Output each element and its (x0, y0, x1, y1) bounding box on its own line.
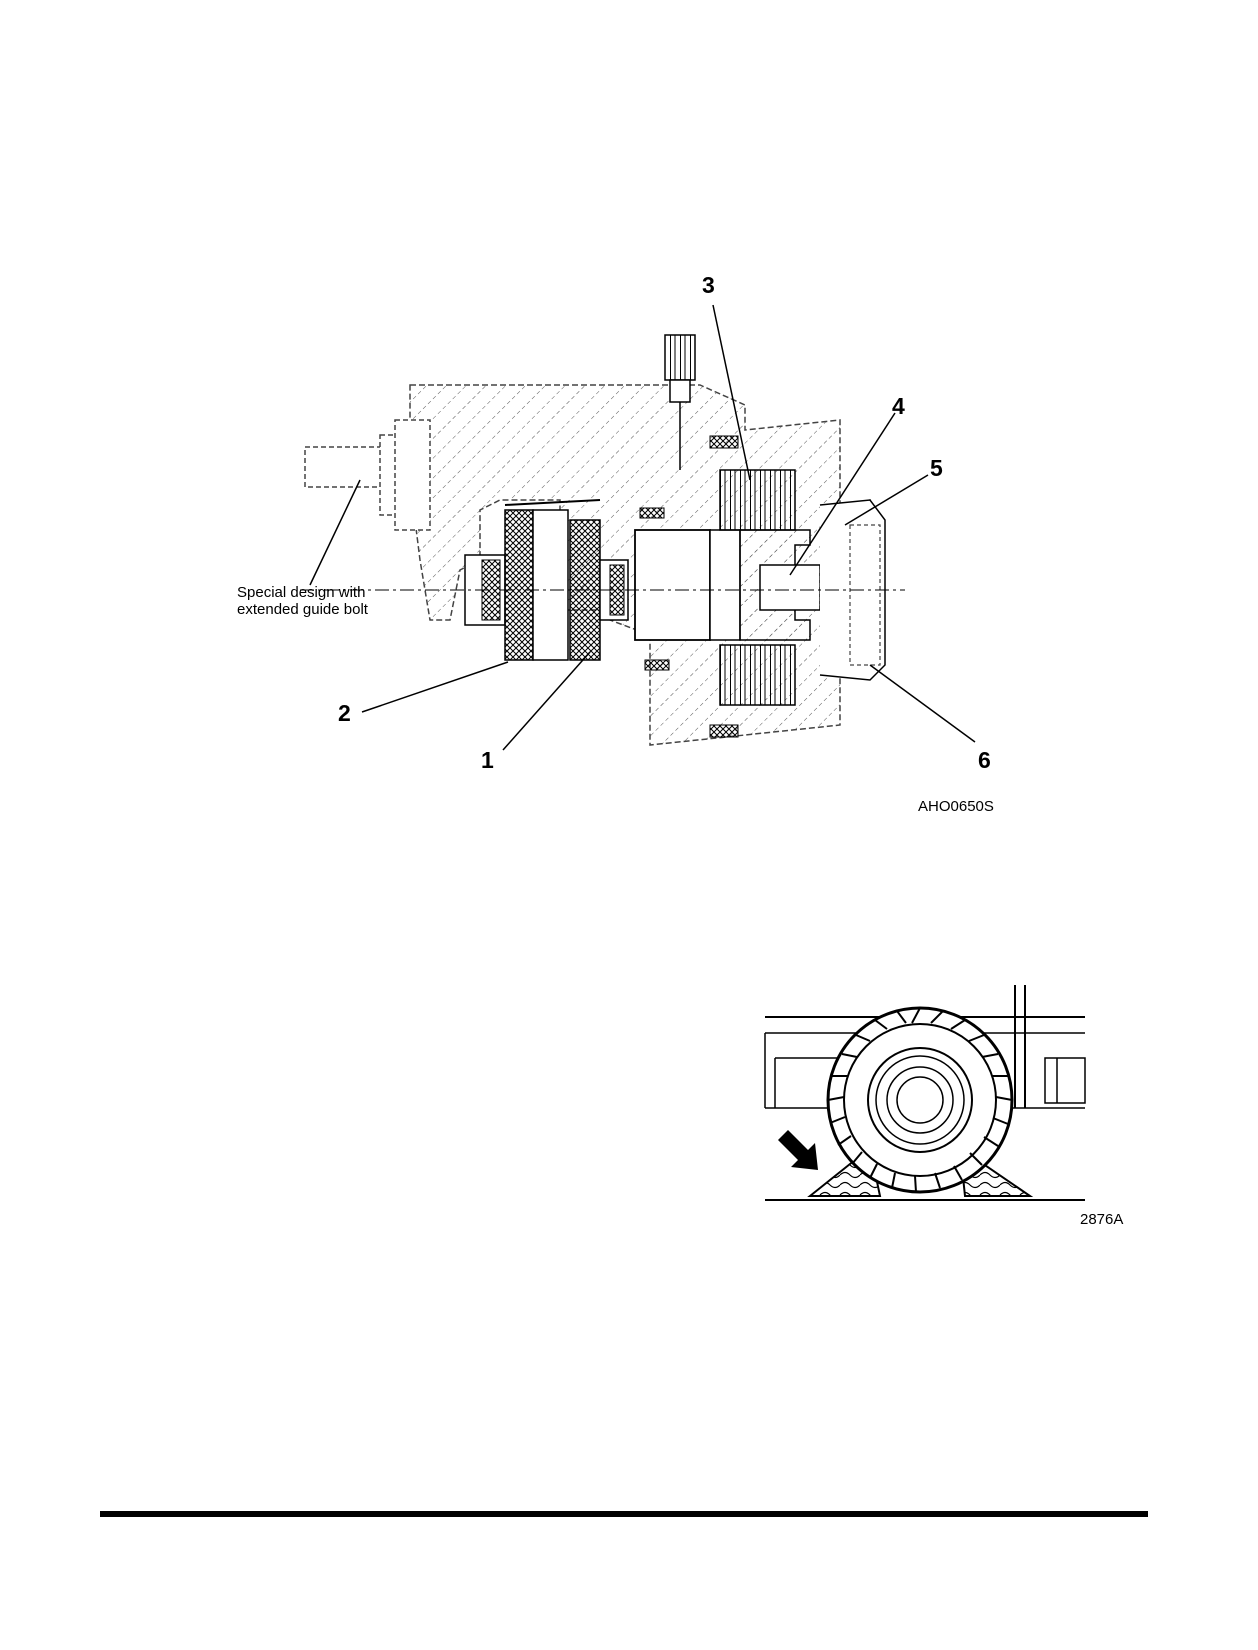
footer-rule (100, 1511, 1148, 1517)
guide-bolt-annotation-line1: Special design with (237, 584, 366, 601)
callout-2: 2 (338, 700, 351, 726)
figure1-id: AHO0650S (918, 798, 994, 815)
guide-bolt-annotation-line2: extended guide bolt (237, 601, 368, 619)
callout-6: 6 (978, 747, 991, 773)
wheel-chock-figure (760, 980, 1090, 1210)
pump-cross-section-drawing (300, 304, 976, 751)
leader-1 (502, 651, 591, 751)
leader-5 (844, 474, 929, 526)
leader-4 (789, 412, 896, 576)
leader-3 (712, 304, 751, 481)
pump-cross-section-figure (300, 304, 976, 751)
arrow-down-right-icon (778, 1130, 818, 1170)
callout-4: 4 (892, 393, 905, 419)
callout-3: 3 (702, 272, 715, 298)
figure2-id: 2876A (1080, 1211, 1124, 1228)
callout-1: 1 (481, 747, 494, 773)
leader-guide-bolt (309, 479, 361, 586)
guide-bolt-annotation: Special design with extended guide bolt (237, 584, 368, 619)
wheel-chock-drawing (764, 985, 1086, 1201)
callout-5: 5 (930, 455, 943, 481)
leader-2 (361, 661, 509, 713)
leader-6 (869, 664, 976, 743)
